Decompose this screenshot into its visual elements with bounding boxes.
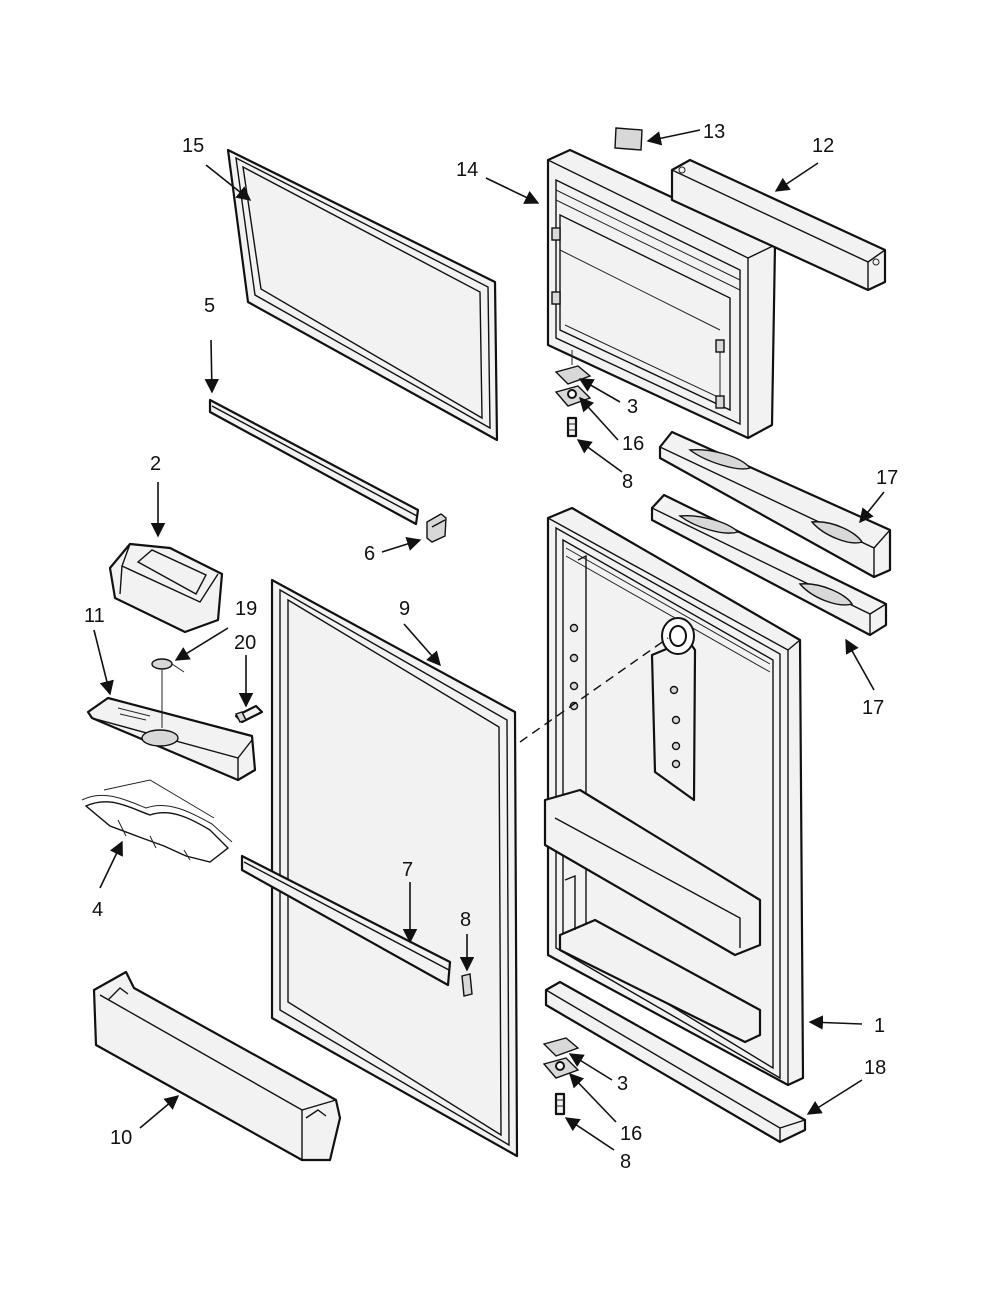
callout-14: 14 xyxy=(456,159,478,181)
leader-1 xyxy=(808,1015,863,1030)
alignment-line xyxy=(519,637,669,743)
leader-16a xyxy=(579,396,619,441)
leader-8a xyxy=(576,439,623,473)
door-label xyxy=(614,127,643,151)
freezer-door-gasket xyxy=(226,148,499,442)
mounting-screw xyxy=(234,704,264,724)
callout-2: 2 xyxy=(150,453,161,475)
callout-8-lower: 8 xyxy=(620,1151,631,1173)
leader-11 xyxy=(93,629,114,696)
leader-13 xyxy=(646,129,701,146)
control-knob xyxy=(151,658,185,673)
callout-3: 3 xyxy=(627,396,638,418)
callout-13: 13 xyxy=(703,121,725,143)
leader-3b xyxy=(568,1053,613,1081)
door-bottom-trim xyxy=(544,980,807,1144)
leader-18 xyxy=(806,1079,863,1115)
callout-20: 20 xyxy=(234,632,256,654)
door-handle-lower xyxy=(650,493,888,637)
leader-19 xyxy=(174,627,229,661)
callout-7: 7 xyxy=(402,859,413,881)
callout-16-lower: 16 xyxy=(620,1123,642,1145)
callout-6: 6 xyxy=(364,543,375,565)
leader-8c xyxy=(564,1117,615,1151)
leader-9 xyxy=(403,623,441,667)
leader-12 xyxy=(774,162,819,192)
callout-8: 8 xyxy=(622,471,633,493)
door-bin xyxy=(92,970,342,1162)
callout-1: 1 xyxy=(874,1015,885,1037)
leader-10 xyxy=(139,1095,180,1129)
refrigerator-door-trim xyxy=(240,854,452,987)
callout-10: 10 xyxy=(110,1127,132,1149)
callout-18: 18 xyxy=(864,1057,886,1079)
leader-6 xyxy=(381,537,422,553)
callout-9: 9 xyxy=(399,598,410,620)
callout-19: 19 xyxy=(235,598,257,620)
callout-3-lower: 3 xyxy=(617,1073,628,1095)
callout-17: 17 xyxy=(876,467,898,489)
leader-15 xyxy=(205,164,252,201)
callout-5: 5 xyxy=(204,295,215,317)
trim-clip xyxy=(426,513,447,543)
callout-12: 12 xyxy=(812,135,834,157)
dairy-door xyxy=(86,670,257,782)
leader-17a xyxy=(859,491,885,524)
refrigerator-door xyxy=(543,506,805,1087)
leader-4 xyxy=(99,840,123,889)
leader-17b xyxy=(845,638,875,691)
leader-16b xyxy=(569,1072,617,1123)
freezer-door-trim xyxy=(208,398,420,526)
callout-11: 11 xyxy=(84,605,105,627)
leader-14 xyxy=(485,177,540,204)
callout-16: 16 xyxy=(622,433,644,455)
callout-17-lower: 17 xyxy=(862,697,884,719)
leader-5 xyxy=(204,339,219,394)
door-handle-upper xyxy=(658,430,892,579)
refrigerator-door-gasket xyxy=(270,578,519,1158)
callout-15: 15 xyxy=(182,135,204,157)
leader-3a xyxy=(578,378,621,403)
egg-tray xyxy=(81,779,233,863)
callout-8-middle: 8 xyxy=(460,909,471,931)
callout-labels: 15 14 13 12 5 3 16 8 2 17 6 19 9 11 20 1… xyxy=(84,121,898,1173)
freezer-top-trim xyxy=(670,158,887,292)
door-stop-block xyxy=(461,973,473,997)
dairy-bin xyxy=(108,542,224,634)
leader-lines xyxy=(93,129,885,1151)
callout-4: 4 xyxy=(92,899,103,921)
